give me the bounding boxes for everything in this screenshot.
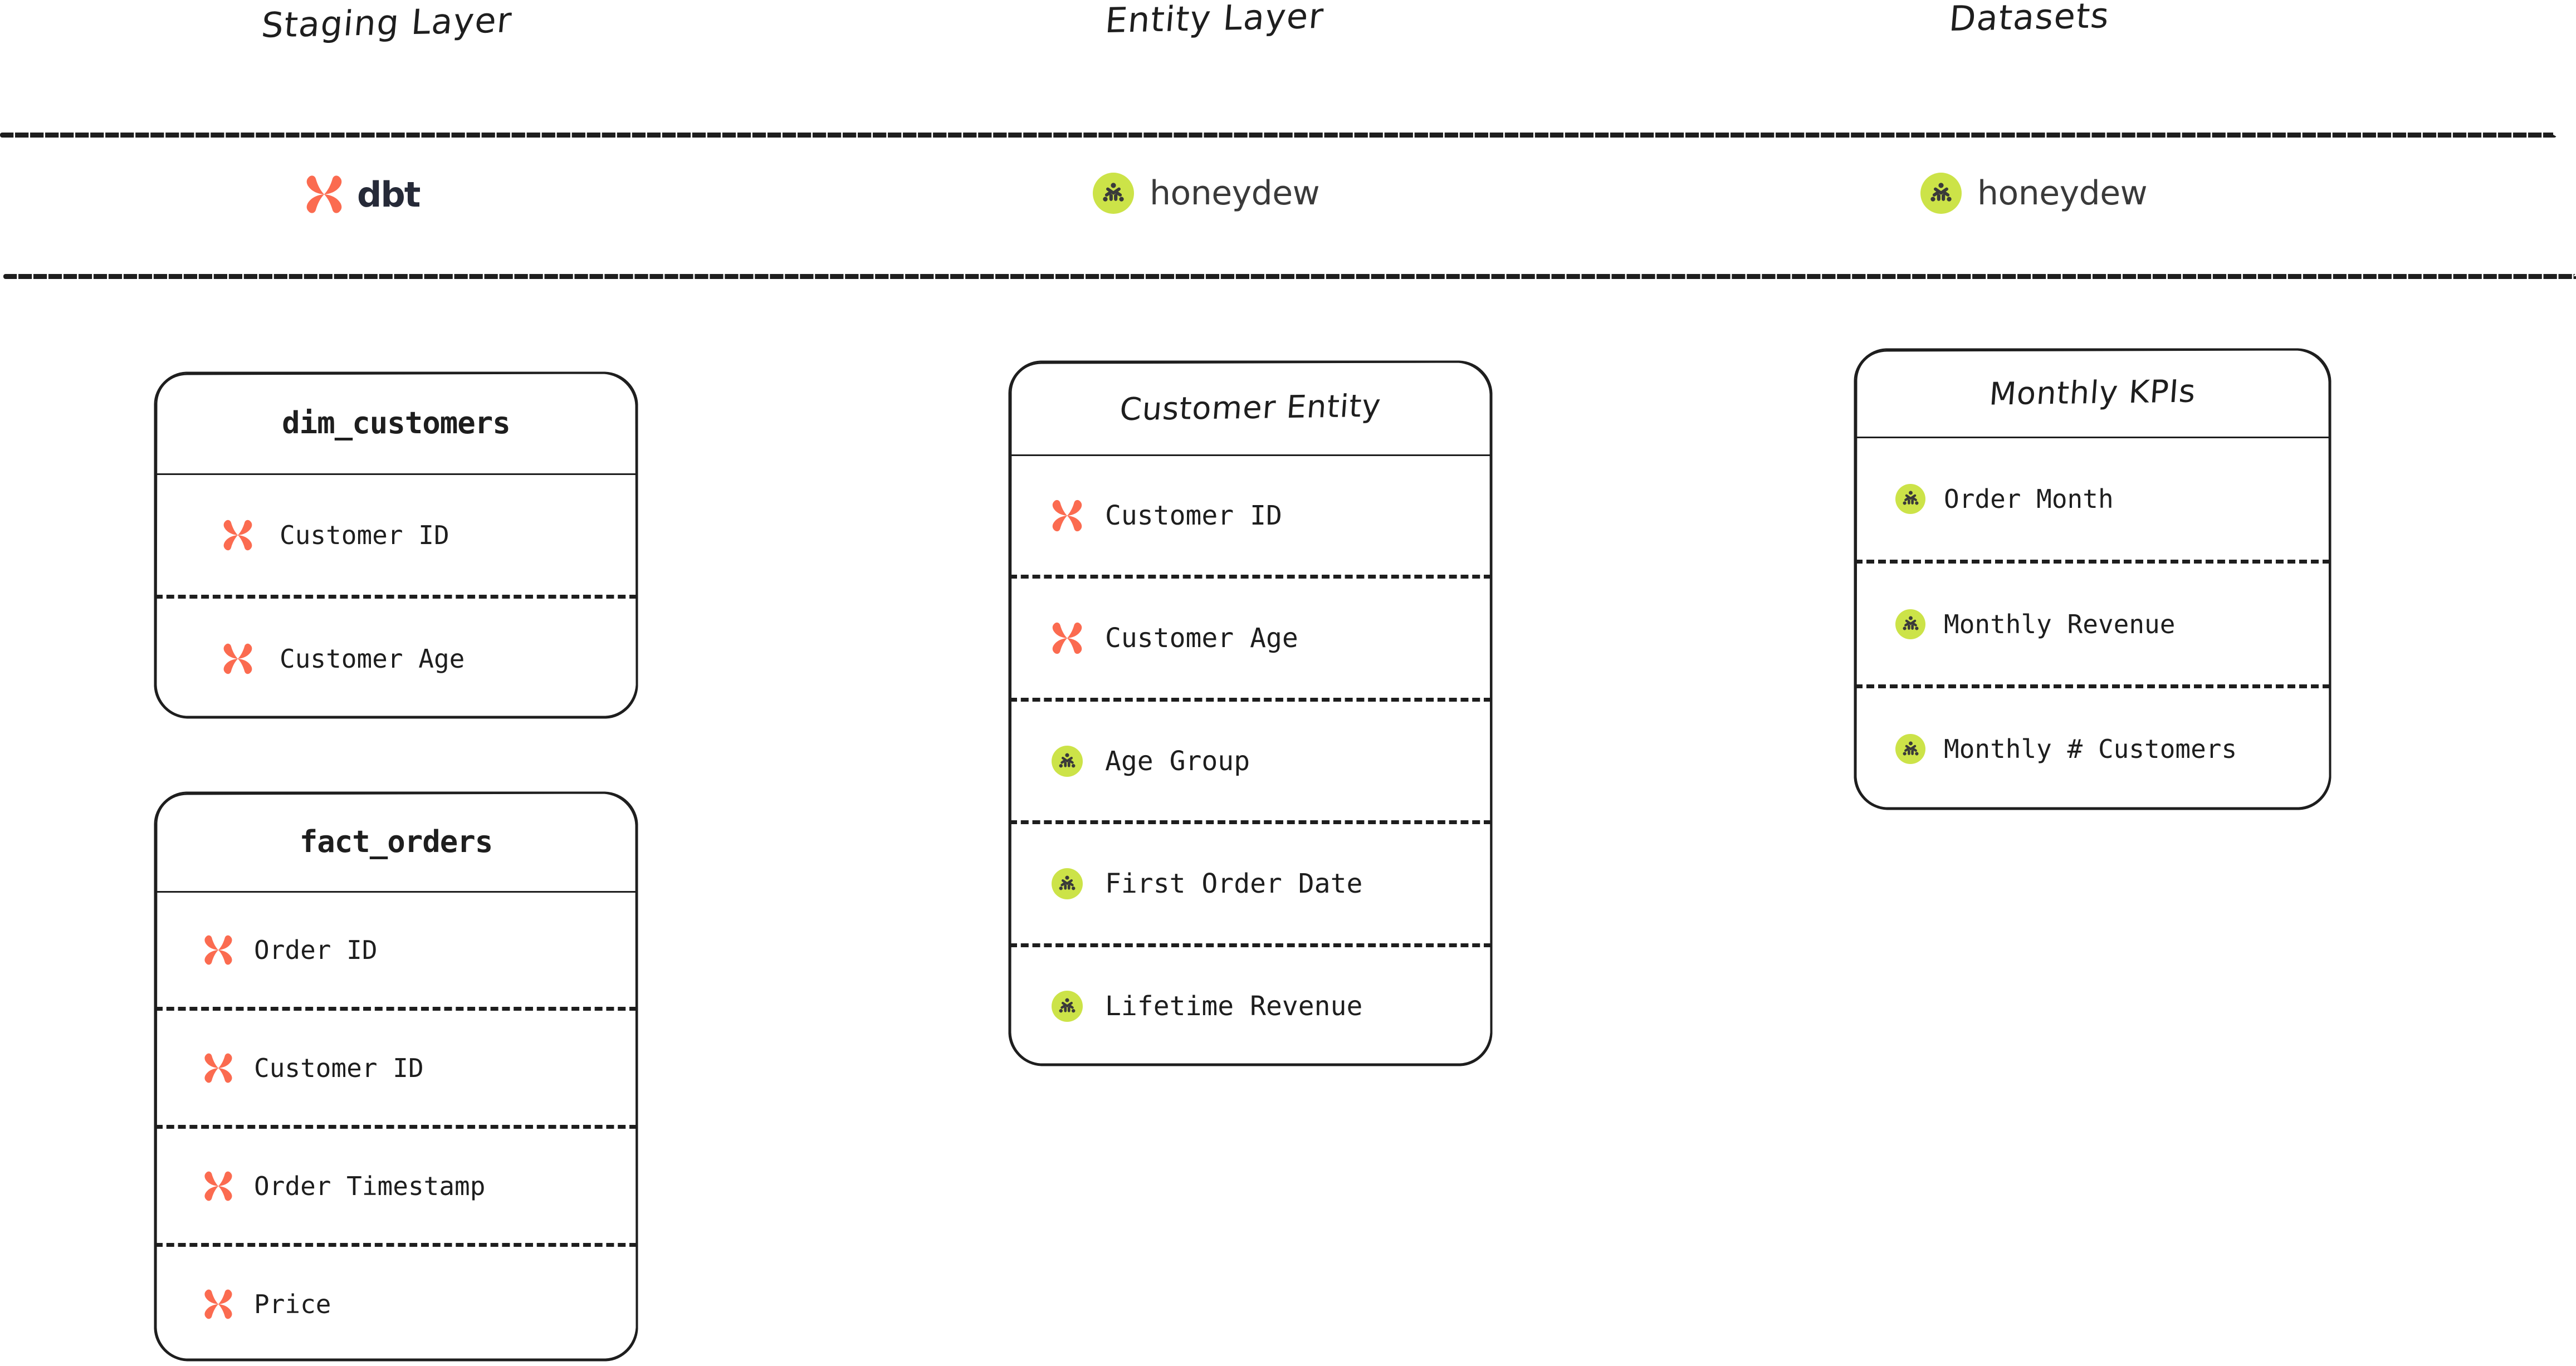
honeydew-dot-icon [1036, 868, 1098, 899]
field-label: Lifetime Revenue [1105, 991, 1363, 1022]
field-row[interactable]: Customer ID [155, 475, 637, 595]
field-label: First Order Date [1105, 868, 1363, 899]
honeydew-dot-icon [1036, 745, 1098, 777]
lane-title-entity: Entity Layer [1103, 0, 1326, 41]
entity-card-monthly-kpis[interactable]: Monthly KPIs Order Month [1854, 348, 2331, 810]
dbt-x-icon [1036, 621, 1098, 655]
field-row[interactable]: Customer Age [155, 595, 637, 718]
field-row[interactable]: Price [155, 1243, 637, 1361]
lane-title-datasets: Datasets [1947, 0, 2111, 39]
card-field-list: Customer ID Customer Age [155, 475, 637, 718]
field-row[interactable]: First Order Date [1009, 820, 1492, 943]
tool-logo-dbt: dbt [304, 174, 421, 215]
card-field-list: Order ID Customer ID Order Timestamp [155, 893, 637, 1361]
dbt-x-icon [187, 1052, 250, 1084]
field-label: Monthly # Customers [1944, 734, 2237, 765]
honeydew-dot-icon [1883, 609, 1938, 639]
dbt-wordmark: dbt [357, 174, 421, 215]
field-row[interactable]: Monthly # Customers [1855, 684, 2330, 810]
dbt-x-icon [187, 1288, 250, 1320]
field-label: Customer ID [254, 1052, 424, 1083]
card-field-list: Order Month Monthly Revenue [1855, 438, 2330, 810]
card-title-separator [155, 473, 637, 475]
honeydew-wordmark: honeydew [1977, 174, 2148, 213]
field-row[interactable]: Lifetime Revenue [1009, 943, 1492, 1066]
card-field-list: Customer ID Customer Age Age Group [1009, 456, 1492, 1066]
card-title-separator [1855, 437, 2330, 438]
field-row[interactable]: Customer ID [1009, 456, 1492, 575]
card-title: Customer Entity [1118, 388, 1382, 428]
entity-card-fact-orders[interactable]: fact_orders Order ID Customer ID [154, 791, 638, 1362]
field-label: Monthly Revenue [1944, 609, 2176, 639]
field-label: Age Group [1105, 745, 1250, 777]
field-label: Customer Age [1105, 623, 1298, 654]
field-label: Customer Age [280, 643, 465, 674]
field-label: Customer ID [280, 520, 449, 550]
entity-card-dim-customers[interactable]: dim_customers Customer ID Customer Age [154, 371, 638, 719]
card-title: fact_orders [299, 824, 493, 859]
honeydew-wordmark: honeydew [1150, 174, 1320, 213]
honeydew-logo-icon [1093, 173, 1134, 214]
dbt-x-icon [187, 934, 250, 966]
field-label: Order Timestamp [254, 1171, 486, 1201]
field-row[interactable]: Monthly Revenue [1855, 559, 2330, 685]
tool-logo-honeydew-entity: honeydew [1093, 173, 1320, 214]
dbt-x-icon [187, 1170, 250, 1202]
card-title: dim_customers [282, 405, 511, 440]
field-row[interactable]: Age Group [1009, 697, 1492, 820]
honeydew-logo-icon [1920, 173, 1962, 214]
field-label: Customer ID [1105, 500, 1282, 531]
field-row[interactable]: Customer ID [155, 1007, 637, 1125]
dbt-x-icon [205, 518, 271, 552]
lane-title-staging: Staging Layer [260, 0, 514, 46]
field-label: Order Month [1944, 483, 2114, 514]
dbt-x-icon [1036, 498, 1098, 533]
honeydew-dot-icon [1036, 991, 1098, 1022]
card-title-separator [1009, 454, 1492, 456]
field-label: Order ID [254, 934, 378, 965]
field-row[interactable]: Customer Age [1009, 575, 1492, 697]
band-divider-bottom [3, 274, 2576, 279]
field-label: Price [254, 1289, 331, 1319]
card-title: Monthly KPIs [1988, 373, 2197, 413]
honeydew-dot-icon [1883, 734, 1938, 765]
card-title-separator [155, 891, 637, 893]
band-divider-top [0, 133, 2557, 138]
field-row[interactable]: Order Timestamp [155, 1125, 637, 1243]
dbt-x-icon [205, 642, 271, 675]
tool-logo-honeydew-datasets: honeydew [1920, 173, 2148, 214]
honeydew-dot-icon [1883, 483, 1938, 514]
field-row[interactable]: Order ID [155, 893, 637, 1007]
field-row[interactable]: Order Month [1855, 438, 2330, 560]
entity-card-customer-entity[interactable]: Customer Entity Customer ID Customer Age [1008, 360, 1493, 1066]
dbt-logo-icon [304, 174, 345, 215]
